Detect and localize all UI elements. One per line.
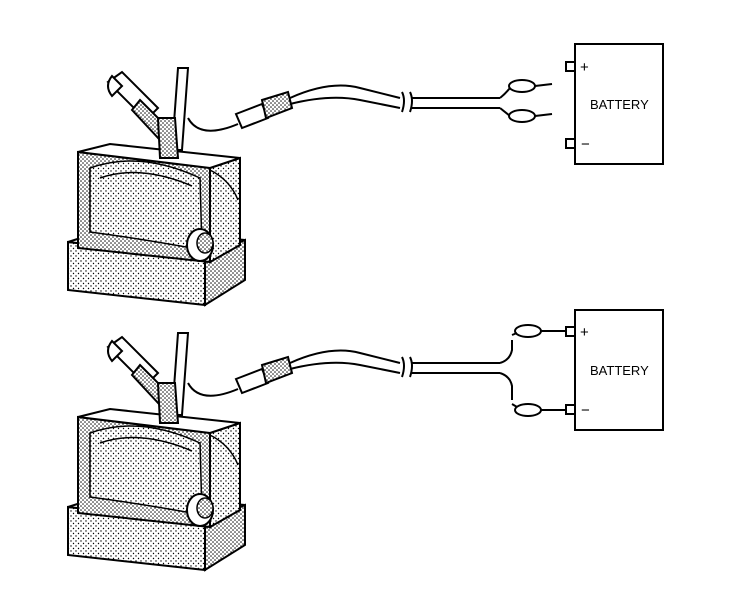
negative-sign: − (581, 402, 590, 419)
negative-terminal (565, 138, 576, 149)
negative-terminal (565, 404, 576, 415)
negative-sign: − (581, 136, 590, 153)
positive-terminal (565, 326, 576, 337)
top-panel: + − BATTERY (67, 43, 664, 306)
positive-sign: + (580, 324, 589, 341)
charger-unit-bottom (67, 332, 401, 571)
probe-positive (508, 79, 553, 93)
positive-terminal (565, 61, 576, 72)
battery-box-top: + − BATTERY (565, 43, 664, 165)
probe-negative (511, 403, 566, 417)
cable-break-mark (401, 91, 405, 113)
probe-negative (508, 109, 553, 123)
bottom-panel: + − BATTERY (67, 309, 664, 571)
battery-box-bottom: + − BATTERY (565, 309, 664, 431)
probe-positive (511, 324, 566, 338)
charger-unit-top (67, 67, 401, 306)
cable-break-mark (401, 356, 405, 378)
battery-label: BATTERY (590, 363, 649, 378)
battery-label: BATTERY (590, 97, 649, 112)
positive-sign: + (580, 59, 589, 76)
